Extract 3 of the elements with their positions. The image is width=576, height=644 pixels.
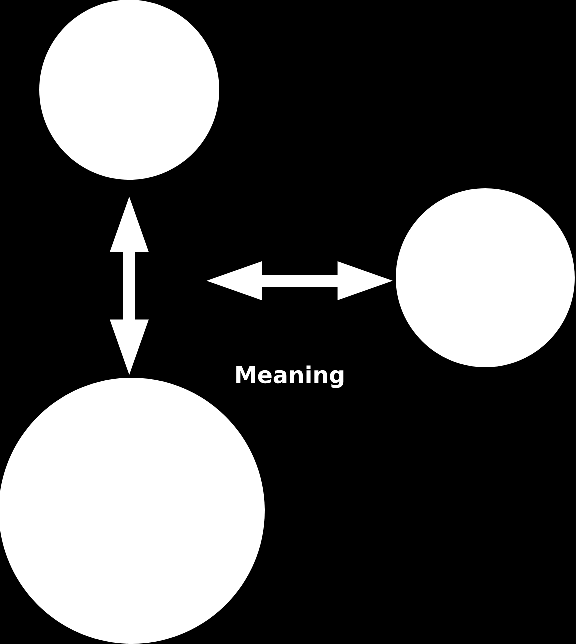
circle (40, 0, 220, 180)
circle (396, 188, 575, 368)
label: Meaning (236, 366, 344, 388)
